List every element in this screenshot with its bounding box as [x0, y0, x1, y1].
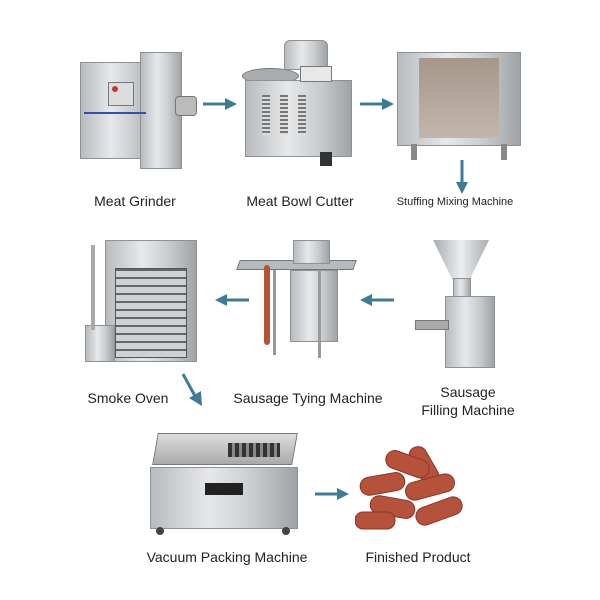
sausage-filling-machine-image: [415, 240, 497, 370]
meat-bowl-cutter-image: [240, 40, 355, 168]
stuffing-mixing-machine-label: Stuffing Mixing Machine: [396, 196, 514, 208]
vacuum-packing-machine-label: Vacuum Packing Machine: [146, 549, 308, 565]
finished-sausages-image: [355, 446, 463, 530]
meat-grinder-image: [80, 52, 197, 170]
sausage-filling-machine-label: Sausage Filling Machine: [421, 383, 514, 419]
arrow-down-icon: [456, 160, 468, 194]
meat-grinder-label: Meat Grinder: [94, 193, 176, 209]
sausage-tying-machine-label: Sausage Tying Machine: [233, 390, 383, 406]
finished-product-label: Finished Product: [365, 549, 471, 565]
arrow-right-icon: [315, 488, 349, 500]
label-line: Filling Machine: [421, 402, 515, 418]
vacuum-packing-machine-image: [150, 425, 298, 537]
meat-bowl-cutter-label: Meat Bowl Cutter: [246, 193, 354, 209]
arrow-left-icon: [215, 294, 249, 306]
stuffing-mixing-machine-image: [397, 52, 522, 162]
arrow-right-icon: [203, 98, 237, 110]
label-line: Sausage: [440, 384, 496, 400]
arrow-right-icon: [360, 98, 394, 110]
arrow-left-icon: [360, 294, 394, 306]
sausage-tying-machine-image: [236, 240, 357, 362]
smoke-oven-image: [75, 240, 197, 368]
smoke-oven-label: Smoke Oven: [87, 390, 169, 406]
arrow-diagonal-icon: [181, 373, 202, 406]
